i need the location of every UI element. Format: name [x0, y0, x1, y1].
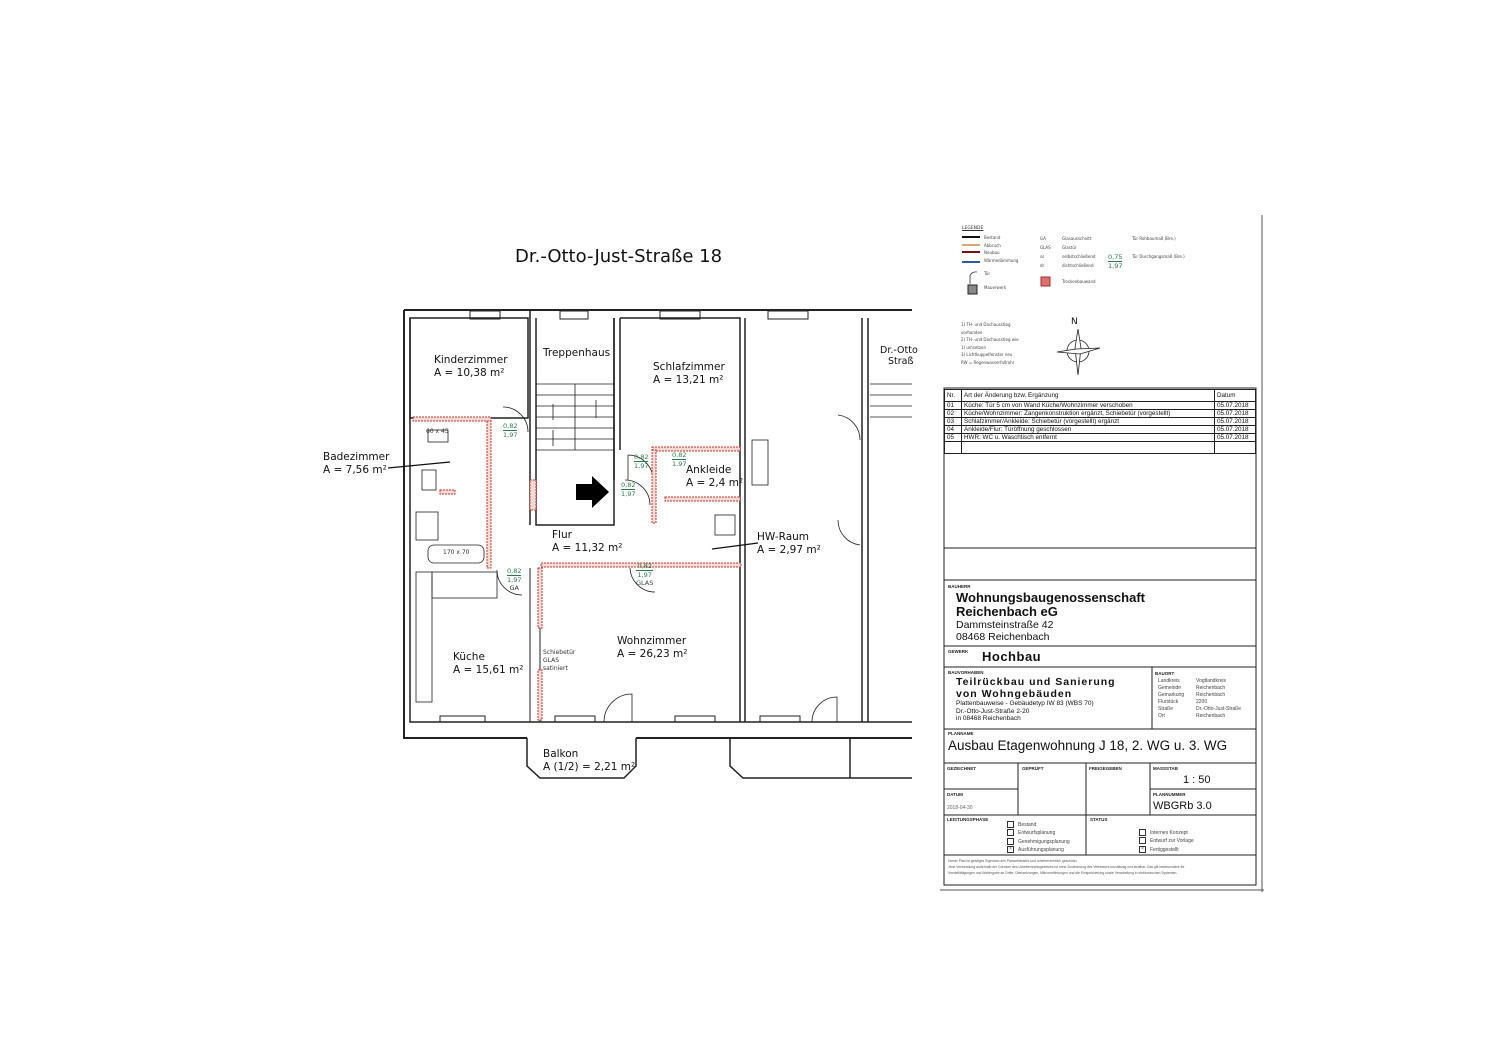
row-nr: 02: [944, 409, 962, 418]
header-date: Datum: [1214, 389, 1256, 402]
bauherr-label: BAUHERR: [948, 584, 971, 589]
planname-value: Ausbau Etagenwohnung J 18, 2. WG u. 3. W…: [948, 738, 1228, 753]
status-list: Internes Konzept Entwurf zur Vorlage ×Fe…: [1139, 829, 1194, 854]
row-change: Schlafzimmer/Ankleide: Schiebetür (vorge…: [961, 417, 1215, 426]
checkbox: [1139, 837, 1146, 845]
phase-ausfuehrung: ×Ausführungsplanung: [1007, 845, 1070, 854]
status-fertig: ×Fertiggestellt: [1139, 845, 1194, 854]
phase-entwurf: Entwurfsplanung: [1007, 829, 1070, 837]
legend-drywall: Trockenbauwand: [1062, 279, 1096, 284]
room-label-treppenhaus: Treppenhaus: [543, 347, 611, 359]
datum-label: DATUM: [947, 792, 963, 797]
massstab-label: MASSSTAB: [1153, 766, 1178, 771]
phase-bestand: Bestand: [1007, 821, 1070, 829]
row-change: HWR: WC u. Waschtisch entfernt: [961, 433, 1215, 442]
header-nr: Nr.: [944, 389, 962, 402]
row-date: 05.07.2018: [1214, 409, 1256, 418]
row-date: 05.07.2018: [1214, 433, 1256, 442]
datum-value: 2018-04-30: [947, 805, 973, 811]
phase-list: Bestand Entwurfsplanung Genehmigungsplan…: [1007, 821, 1070, 854]
plannummer-label: PLANNUMMER: [1153, 792, 1186, 797]
row-change: Küche: Tür 5 cm von Wand Küche/Wohnzimme…: [961, 401, 1215, 410]
row-change: Küche/Wohnzimmer: Zangenkonstruktion erg…: [961, 409, 1215, 418]
checkbox-checked: ×: [1139, 845, 1146, 853]
planname-label: PLANNAME: [948, 731, 974, 736]
legend-door-shell: Tür Rohbaumaß (Bre.): [1132, 236, 1176, 241]
gezeichnet-label: GEZEICHNET: [947, 766, 977, 771]
status-intern: Internes Konzept: [1139, 829, 1194, 837]
row-nr: 01: [944, 401, 962, 410]
legend-title: LEGENDE: [962, 226, 984, 231]
bathtub-dim: 170 x 70: [443, 549, 470, 556]
vorhaben-details: Plattenbauweise - Gebäudetyp IW 83 (WBS …: [956, 700, 1094, 722]
bauort-label: BAUORT: [1155, 671, 1175, 676]
row-nr: 03: [944, 417, 962, 426]
plannummer-value: WBGRb 3.0: [1153, 800, 1212, 812]
gewerk-label: GEWERK: [948, 649, 969, 654]
status-entwurf: Entwurf zur Vorlage: [1139, 837, 1194, 845]
vorhaben-label: BAUVORHABEN: [948, 670, 984, 675]
row-date: 05.07.2018: [1214, 417, 1256, 426]
row-nr: 04: [944, 425, 962, 434]
checkbox-checked: ×: [1007, 845, 1014, 853]
copyright-footer: Dieser Plan ist geistiges Eigentum des P…: [948, 859, 1185, 875]
row-nr: 05: [944, 433, 962, 442]
north-label: N: [1071, 317, 1078, 327]
row-date: 05.07.2018: [1214, 401, 1256, 410]
freigegeben-label: FREIGEGEBEN: [1089, 766, 1122, 771]
entrance-arrow-icon: [576, 476, 609, 508]
checkbox: [1007, 821, 1014, 828]
massstab-value: 1 : 50: [1183, 774, 1211, 786]
row-change: Ankleide/Flur: Türöffnung geschlossen: [961, 425, 1215, 434]
north-arrow-icon: [1056, 328, 1101, 376]
geprueft-label: GEPRÜFT: [1022, 766, 1044, 771]
gewerk-value: Hochbau: [982, 649, 1042, 664]
checkbox: [1139, 829, 1146, 836]
phase-genehmigung: Genehmigungsplanung: [1007, 837, 1070, 846]
legend-door-clear: Tür Durchgangsmaß (Bre.): [1132, 254, 1185, 259]
checkbox: [1007, 829, 1014, 837]
row-date: 05.07.2018: [1214, 425, 1256, 434]
plan-title: Dr.-Otto-Just-Straße 18: [515, 246, 723, 267]
phase-label: LEISTUNGSPHASE: [947, 817, 989, 822]
checkbox: [1007, 837, 1014, 845]
washbasin-dim: 60 x 45: [426, 428, 449, 435]
status-label: STATUS: [1090, 817, 1108, 822]
header-change: Art der Änderung bzw. Ergänzung: [961, 389, 1215, 402]
